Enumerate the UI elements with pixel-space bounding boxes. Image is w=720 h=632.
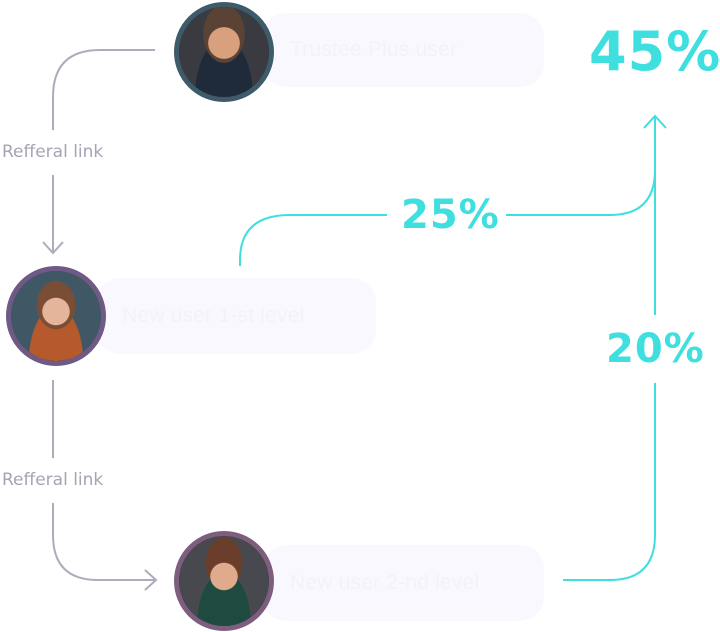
- level2-user-label: New user 2-nd level: [290, 571, 480, 594]
- young-man-portrait-icon: [179, 536, 269, 626]
- trustee-user-card: Trustee Plus user: [262, 13, 544, 87]
- level2-reward-percent: 20%: [606, 326, 705, 372]
- referral-link-label-1: Refferal link: [2, 142, 104, 162]
- man-portrait-icon: [179, 7, 269, 97]
- trustee-user-label: Trustee Plus user: [290, 38, 458, 61]
- woman-portrait-icon: [11, 271, 101, 361]
- level1-reward-percent: 25%: [401, 192, 500, 238]
- level2-avatar: [174, 531, 274, 631]
- trustee-avatar: [174, 2, 274, 102]
- level1-user-label: New user 1-st level: [122, 304, 305, 327]
- total-reward-percent: 45%: [589, 20, 720, 83]
- referral-link-label-2: Refferal link: [2, 470, 104, 490]
- level1-user-card: New user 1-st level: [96, 278, 376, 354]
- level2-user-card: New user 2-nd level: [262, 545, 544, 621]
- level1-avatar: [6, 266, 106, 366]
